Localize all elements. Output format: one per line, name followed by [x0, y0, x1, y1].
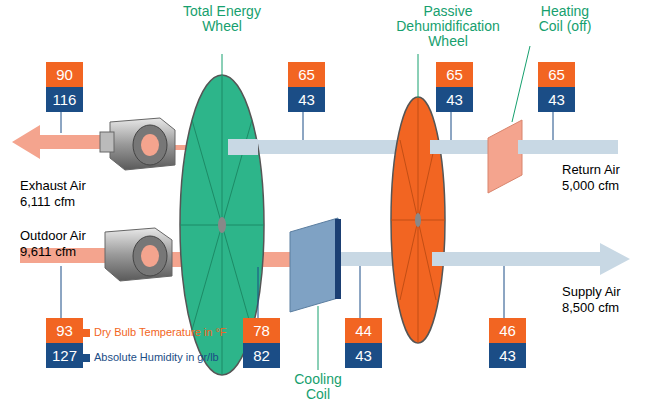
- component-label: Cooling Coil: [283, 372, 353, 402]
- airflow-label: Supply Air 8,500 cfm: [562, 284, 642, 316]
- airflow-label: Outdoor Air 9,611 cfm: [20, 228, 110, 260]
- temperature-value: 44: [345, 318, 382, 343]
- value-pair: 6543: [436, 62, 473, 112]
- value-pair: 4643: [489, 318, 526, 368]
- legend-text: Dry Bulb Temperature in °F: [94, 326, 227, 339]
- value-pair: 6543: [288, 62, 325, 112]
- temperature-value: 65: [538, 62, 575, 87]
- legend-entry: Dry Bulb Temperature in °F: [82, 326, 227, 339]
- component-name: Heating Coil (off): [530, 4, 600, 34]
- airflow-label: Return Air 5,000 cfm: [562, 162, 642, 194]
- component-name: Total Energy Wheel: [167, 4, 277, 34]
- outdoor-fan: [105, 228, 172, 281]
- exhaust-fan: [100, 118, 175, 170]
- humidity-value: 43: [436, 87, 473, 112]
- temperature-value: 93: [46, 318, 83, 343]
- humidity-value: 127: [46, 343, 83, 368]
- legend-swatch: [82, 354, 90, 362]
- dehumidification-wheel: [391, 97, 445, 343]
- legend-swatch: [82, 329, 90, 337]
- component-label: Heating Coil (off): [530, 4, 600, 34]
- legend-entry: Absolute Humidity in gr/lb: [82, 351, 219, 364]
- temperature-value: 78: [243, 318, 280, 343]
- heating-coil: [488, 120, 522, 193]
- supply-arrow: [340, 243, 630, 275]
- cooling-coil: [290, 218, 341, 312]
- value-pair: 90116: [46, 62, 83, 112]
- temperature-value: 65: [436, 62, 473, 87]
- leader-lines: [61, 112, 553, 318]
- return-duct: [250, 140, 618, 154]
- temperature-value: 90: [46, 62, 83, 87]
- humidity-value: 116: [46, 87, 83, 112]
- value-pair: 4443: [345, 318, 382, 368]
- temperature-value: 46: [489, 318, 526, 343]
- value-pair: 6543: [538, 62, 575, 112]
- humidity-value: 82: [243, 343, 280, 368]
- component-name: Cooling Coil: [283, 372, 353, 402]
- humidity-value: 43: [288, 87, 325, 112]
- legend-text: Absolute Humidity in gr/lb: [94, 351, 219, 364]
- component-name: Passive Dehumidification Wheel: [378, 4, 518, 49]
- humidity-value: 43: [489, 343, 526, 368]
- airflow-label: Exhaust Air 6,111 cfm: [20, 178, 110, 210]
- exhaust-arrow: [12, 125, 105, 159]
- name-leaders: [222, 46, 530, 370]
- humidity-value: 43: [345, 343, 382, 368]
- component-label: Passive Dehumidification Wheel: [378, 4, 518, 49]
- temperature-value: 65: [288, 62, 325, 87]
- value-pair: 7882: [243, 318, 280, 368]
- humidity-value: 43: [538, 87, 575, 112]
- value-pair: 93127: [46, 318, 83, 368]
- component-label: Total Energy Wheel: [167, 4, 277, 34]
